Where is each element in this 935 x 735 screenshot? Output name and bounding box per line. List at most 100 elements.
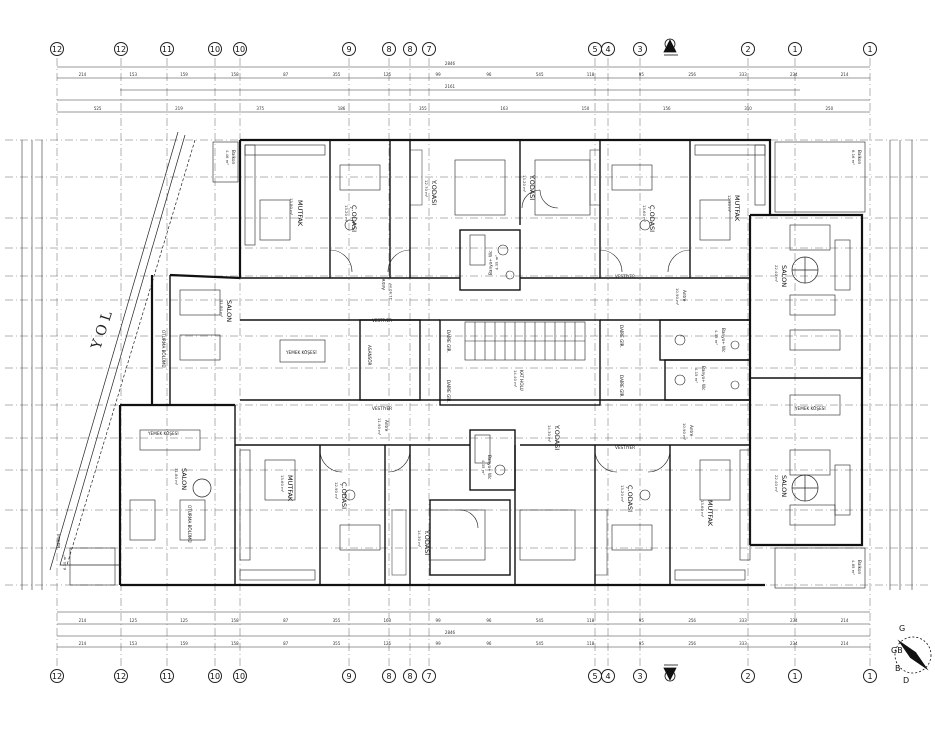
room-label-yatak-tr: Y.ODASI xyxy=(528,174,536,200)
top-axis-bubble-8: 7 xyxy=(422,42,436,56)
room-label-antre-4: Antre xyxy=(689,425,694,437)
bottom-axis-bubble-4: 10 xyxy=(233,669,247,683)
axis-bubble-label: 7 xyxy=(426,672,431,681)
room-label-banyo-right-b: Banyo+ Wc xyxy=(701,366,706,391)
room-label-antre-2: Antre xyxy=(384,420,389,432)
axis-bubble-circle xyxy=(382,42,396,56)
axis-bubble-label: 4 xyxy=(605,672,610,681)
axis-bubble-label: 1 xyxy=(792,672,797,681)
top-axis-bubble-14: 1 xyxy=(863,42,877,56)
axis-bubble-label: 8 xyxy=(386,672,391,681)
bottom2-dimension-5: 355 xyxy=(333,641,341,646)
bottom-dimension-7: 99 xyxy=(436,618,442,623)
room-area-mutfak-tr: 12.30 m² xyxy=(727,195,732,213)
axis-bubble-circle xyxy=(342,42,356,56)
room-area-banyo-top: 4.35 m² xyxy=(494,255,499,270)
room-area-mutfak-br: 13.60 m² xyxy=(700,500,705,518)
room-area-yatak-tl: 12.70 m² xyxy=(424,180,429,198)
bottom2-dimension-6: 125 xyxy=(383,641,391,646)
bottom-dimension-13: 333 xyxy=(739,618,747,623)
axis-bubble-circle xyxy=(50,42,64,56)
axis-bubble-label: 5 xyxy=(592,45,597,54)
dining-tables xyxy=(139,199,841,501)
room-area-banyo-right-b: 4.15 m² xyxy=(694,368,699,383)
room-label-balkon-tr: Balkon xyxy=(857,150,862,164)
top-axis-bubble-9: 5 xyxy=(588,42,602,56)
room-area-cocuk-br: 13.20 m² xyxy=(620,485,625,503)
bottom2-dimension-14: 234 xyxy=(790,641,798,646)
room-label-cocuk-tr: Ç.ODASI xyxy=(648,205,656,232)
axis-bubble-label: 10 xyxy=(235,45,245,54)
room-label-yemek-3: YEMEK KÖŞESİ xyxy=(794,406,826,411)
second-dimension-2: 375 xyxy=(256,106,264,111)
bottom2-dimension-12: 256 xyxy=(688,641,696,646)
room-label-antre-1: Antre xyxy=(381,278,386,290)
axis-bubble-label: 8 xyxy=(407,672,412,681)
axis-bubble-label: 2 xyxy=(745,45,750,54)
room-area-balkon-bl: 6.30 m² xyxy=(62,555,67,570)
bottom-axis-bubble-5: 9 xyxy=(342,669,356,683)
bottom-axis-bubble-0: 12 xyxy=(50,669,64,683)
axis-bubble-circle xyxy=(114,42,128,56)
bottom-axis-bubble-9: 5 xyxy=(588,669,602,683)
top-axis-bubble-4: 10 xyxy=(233,42,247,56)
axis-bubble-circle xyxy=(160,669,174,683)
top-dimension-3: 158 xyxy=(231,72,239,77)
axis-bubble-label: 10 xyxy=(210,45,220,54)
room-label-yemek-2: YEMEK KÖŞESİ xyxy=(147,431,179,436)
axis-bubble-label: 5 xyxy=(592,672,597,681)
top-dimension-1: 153 xyxy=(129,72,137,77)
compass-letter-1: GB xyxy=(891,646,903,655)
door-swings xyxy=(319,189,691,529)
second-dimension-6: 150 xyxy=(582,106,590,111)
room-label-yatak-bl: Y.ODASI xyxy=(423,529,431,555)
room-area-kat-holu: 14.40 m² xyxy=(513,370,518,388)
bottom-axis-bubble-10: 4 xyxy=(601,669,615,683)
room-label-daire-giris-3: DAİRE GİR. xyxy=(619,325,624,348)
bottom-axis-bubble-8: 7 xyxy=(422,669,436,683)
axis-bubble-circle xyxy=(788,669,802,683)
room-label-kat-holu: KAT HOLU xyxy=(519,370,524,391)
room-area-yatak-bl: 14.30 m² xyxy=(417,530,422,548)
room-label-cocuk-tl: Ç.ODASI xyxy=(350,205,358,232)
sofas xyxy=(129,224,851,541)
room-area-salon-left-lower: 31.80 m² xyxy=(174,468,179,486)
axis-grid-vertical xyxy=(56,58,871,668)
bottom-axis-bubble-12: 2 xyxy=(741,669,755,683)
bottom-axis-bubble-13: 1 xyxy=(788,669,802,683)
axis-bubble-circle xyxy=(208,669,222,683)
axis-bubble-label: 12 xyxy=(52,45,62,54)
axis-bubble-circle xyxy=(160,42,174,56)
room-label-balkon-tl: Balkon xyxy=(231,150,236,164)
wardrobes xyxy=(391,149,608,576)
second-dimension-7: 156 xyxy=(663,106,671,111)
room-area-antre-1: 11.90 m² xyxy=(388,282,393,300)
bottom-axis-bubble-14: 1 xyxy=(863,669,877,683)
room-area-balkon-tr: 6.16 m² xyxy=(851,150,856,165)
dimension-lines-top xyxy=(57,66,870,113)
compass-letter-2: B xyxy=(895,664,901,673)
room-label-cocuk-bl: Ç.ODASI xyxy=(340,482,348,509)
staircase xyxy=(464,321,586,361)
top-dimension-6: 125 xyxy=(383,72,391,77)
bottom-axis-bubble-7: 8 xyxy=(403,669,417,683)
bottom-axis-bubble-2: 11 xyxy=(160,669,174,683)
room-label-mutfak-br: MUTFAK xyxy=(706,500,714,527)
room-area-banyo-bottom: 4.35 m² xyxy=(481,460,486,475)
compass-letter-0: G xyxy=(899,624,905,633)
axis-bubble-circle xyxy=(422,669,436,683)
room-label-mutfak-tl: MUTFAK xyxy=(296,200,304,227)
top-axis-bubble-11: 3 xyxy=(633,42,647,56)
second-dimension-4: 355 xyxy=(419,106,427,111)
bottom-dimension-6: 163 xyxy=(383,618,391,623)
axis-bubble-label: 8 xyxy=(386,45,391,54)
compass-letter-3: D xyxy=(903,676,909,685)
top-axis-bubble-0: 12 xyxy=(50,42,64,56)
room-label-salon-right-lower: SALON xyxy=(780,475,788,497)
dimension-text-group: 2846 2161 2846 xyxy=(445,61,456,635)
axis-bubble-circle xyxy=(741,669,755,683)
top-dimension-15: 214 xyxy=(841,72,849,77)
room-label-vestiyer-2: VESTİYER xyxy=(372,406,392,411)
bottom2-dimension-1: 153 xyxy=(129,641,137,646)
